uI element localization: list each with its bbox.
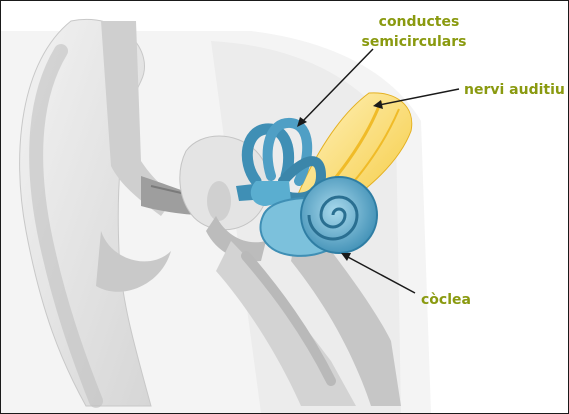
label-semicircular-line2: semicirculars [362,34,467,50]
label-auditory-nerve: nervi auditiu [464,82,565,98]
label-cochlea: còclea [421,292,471,308]
label-semicircular-line1: conductes [379,14,460,30]
